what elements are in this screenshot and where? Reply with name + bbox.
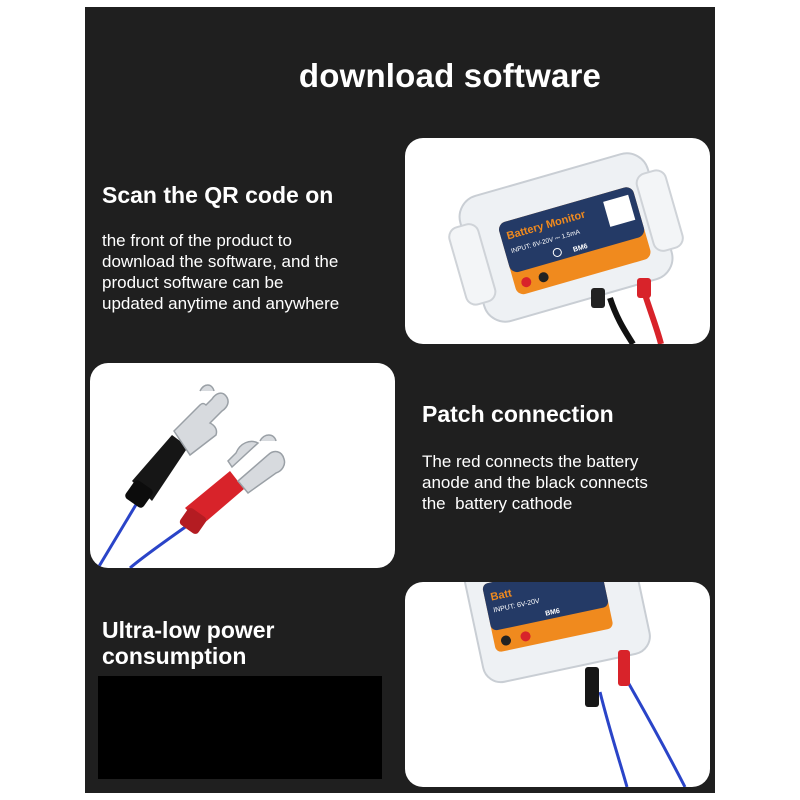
device-model-label: BM6	[572, 243, 588, 254]
device-photo-card: Battery Monitor INPUT: 6V-20V ⎓ 1.5mA BM…	[405, 138, 710, 344]
fork-terminals-image	[96, 384, 286, 568]
section-qr-line-3: product software can be	[102, 273, 284, 292]
section-patch-line-3: the battery cathode	[422, 494, 573, 513]
device-model-closeup-label: BM6	[545, 608, 561, 618]
section-patch-line-1: The red connects the battery	[422, 452, 639, 471]
device-closeup-card: Batt INPUT: 6V-20V BM6	[405, 582, 710, 787]
section-qr-line-4: updated anytime and anywhere	[102, 294, 340, 313]
battery-monitor-image: Battery Monitor INPUT: 6V-20V ⎓ 1.5mA BM…	[448, 152, 684, 344]
section-qr-heading: Scan the QR code on	[102, 182, 334, 208]
page-title: download software	[298, 57, 602, 94]
device-name-partial-label: Batt	[490, 587, 514, 603]
battery-monitor-closeup-image: Batt INPUT: 6V-20V BM6	[462, 582, 687, 787]
terminal-photo-card	[90, 363, 395, 568]
section-qr-line-2: download the software, and the	[102, 252, 339, 271]
section-power-heading-line-1: Ultra-low power	[102, 617, 275, 643]
section-patch-line-2: anode and the black connects	[422, 473, 648, 492]
section-patch-heading: Patch connection	[422, 401, 614, 427]
product-panel: download software Scan the QR code on th…	[85, 7, 715, 793]
section-qr-line-1: the front of the product to	[102, 231, 292, 250]
section-power-heading-line-2: consumption	[102, 643, 247, 669]
redacted-block	[98, 676, 382, 779]
